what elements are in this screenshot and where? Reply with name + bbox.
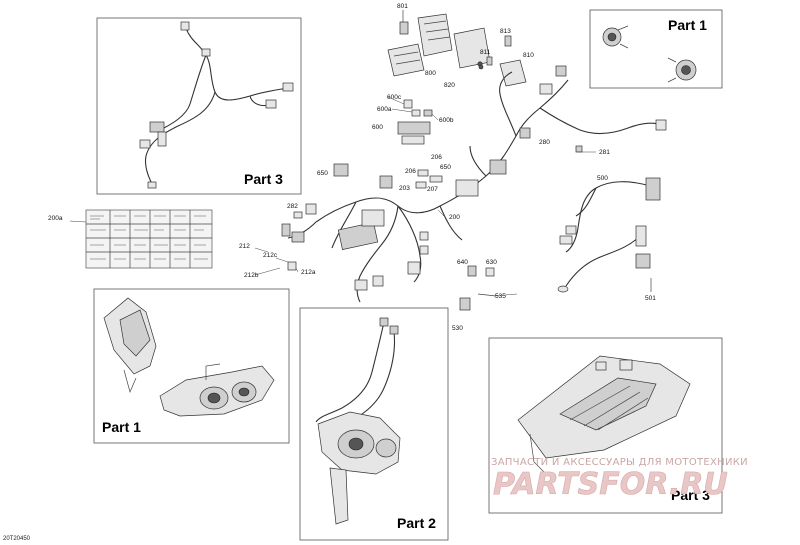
- panel-part2-bottom-frame: [299, 307, 449, 541]
- part3-top-harness-drawing: [139, 21, 294, 189]
- callout-800: 800: [425, 70, 436, 77]
- part1-top-lamp-drawing: [602, 25, 697, 83]
- part3-bottom-tray-drawing: [517, 355, 691, 473]
- leader-lines: [69, 96, 596, 297]
- panel-part2-bottom-title: Part 2: [397, 515, 436, 531]
- panel-part3-bottom-title: Part 3: [671, 487, 710, 503]
- callout-820: 820: [444, 82, 455, 89]
- panel-part1-top-title: Part 1: [668, 17, 707, 33]
- callout-530: 530: [452, 325, 463, 332]
- callout-212: 212: [239, 243, 250, 250]
- callout-501: 501: [645, 295, 656, 302]
- ecu-module-drawing: [387, 10, 527, 87]
- callout-500: 500: [597, 175, 608, 182]
- watermark-logo: PARTSFOR.RU: [493, 467, 728, 502]
- callout-281: 281: [599, 149, 610, 156]
- callout-811: 811: [480, 49, 491, 56]
- callout-640: 640: [457, 259, 468, 266]
- callout-650-right: 650: [440, 164, 451, 171]
- watermark-text: ЗАПЧАСТИ И АКСЕССУАРЫ ДЛЯ МОТОТЕХНИКИ: [491, 457, 748, 468]
- callout-212b: 212b: [244, 272, 259, 279]
- harness-500-drawing: [557, 177, 661, 293]
- callout-600b: 600b: [439, 117, 454, 124]
- panel-part3-bottom-frame: [488, 337, 723, 514]
- watermark: ЗАПЧАСТИ И АКСЕССУАРЫ ДЛЯ МОТОТЕХНИКИ PA…: [491, 457, 748, 502]
- callout-282: 282: [287, 203, 298, 210]
- part2-bottom-cluster-drawing: [315, 317, 401, 525]
- sensor-drawing: [281, 211, 497, 311]
- callout-801: 801: [397, 3, 408, 10]
- callout-200: 200: [449, 214, 460, 221]
- part1-bottom-headlight-drawing: [103, 297, 275, 417]
- callout-212c: 212c: [263, 252, 278, 259]
- relay-block-drawing: [333, 99, 443, 189]
- callout-813: 813: [500, 28, 511, 35]
- callout-650-left: 650: [317, 170, 328, 177]
- panel-part3-top-frame: [96, 17, 302, 195]
- label-sheet-200a: [85, 209, 213, 269]
- callout-600c: 600c: [387, 94, 402, 101]
- panel-part1-bottom-title: Part 1: [102, 419, 141, 435]
- callout-600: 600: [372, 124, 383, 131]
- document-code: 20T20450: [3, 536, 31, 542]
- callout-203: 203: [399, 185, 410, 192]
- callout-207: 207: [427, 186, 438, 193]
- callout-535: 535: [495, 293, 506, 300]
- callout-206-top: 206: [431, 154, 442, 161]
- panel-part3-top-title: Part 3: [244, 171, 283, 187]
- callout-280: 280: [539, 139, 550, 146]
- callout-labels: 801 800 820 813 811 810 600c 600a 600b 6…: [48, 3, 656, 332]
- panel-part1-bottom-frame: [93, 288, 290, 444]
- callout-810: 810: [523, 52, 534, 59]
- callout-212a: 212a: [301, 269, 316, 276]
- callout-630: 630: [486, 259, 497, 266]
- main-harness-drawing: [287, 65, 667, 303]
- callout-600a: 600a: [377, 106, 392, 113]
- panel-part1-top-frame: [589, 9, 723, 89]
- callout-206-side: 206: [405, 168, 416, 175]
- callout-200a: 200a: [48, 215, 63, 222]
